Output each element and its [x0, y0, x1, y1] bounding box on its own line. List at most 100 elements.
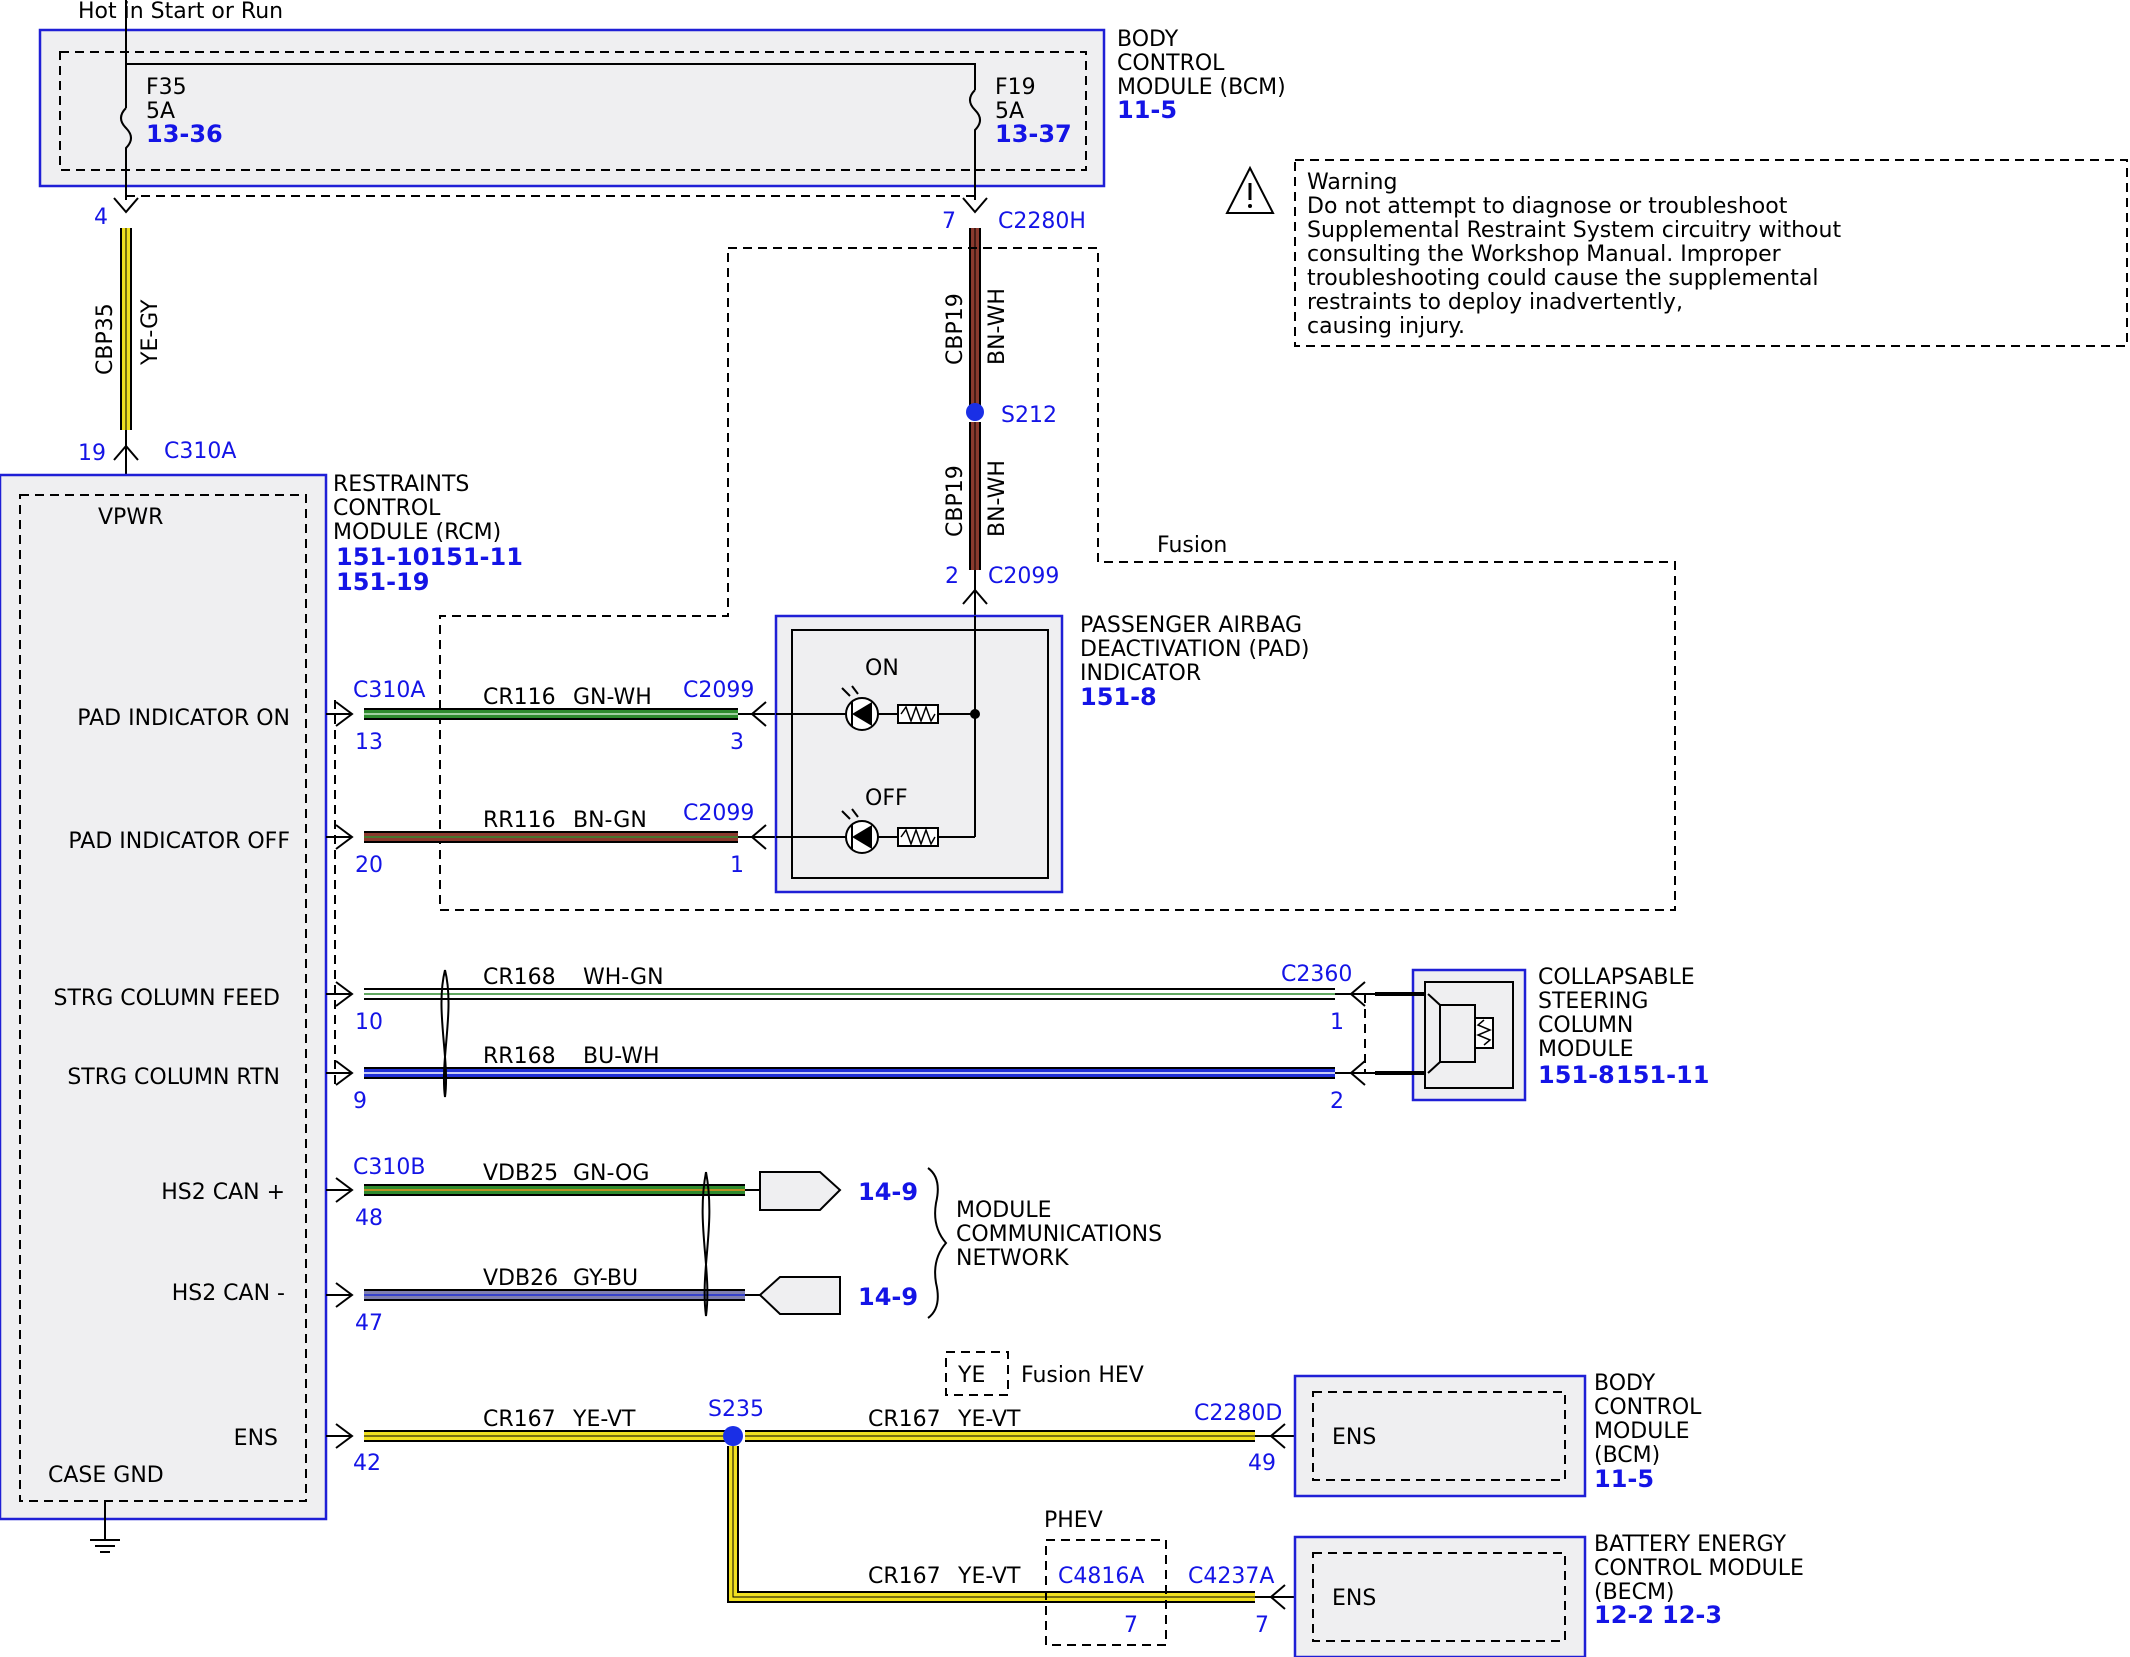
- connector-chevron: [113, 197, 139, 214]
- svg-text:MODULE: MODULE: [956, 1198, 1052, 1223]
- connector-chevron: [326, 1060, 354, 1086]
- svg-text:BODY: BODY: [1117, 27, 1179, 52]
- steering-module[interactable]: [1411, 968, 1527, 1102]
- rcm-module[interactable]: [0, 473, 328, 1521]
- svg-text:CONTROL MODULE: CONTROL MODULE: [1594, 1556, 1804, 1581]
- wire-cr116-circuit: CR116: [483, 685, 556, 710]
- connector-chevron: [1255, 1584, 1295, 1610]
- fuse-f19-ref[interactable]: 13-37: [995, 120, 1072, 148]
- connector-c2280d: C2280D: [1194, 1401, 1282, 1426]
- svg-text:(BCM): (BCM): [1594, 1443, 1660, 1468]
- connector-c2099-on: C2099: [683, 678, 754, 703]
- becm-ref-2[interactable]: 12-3: [1662, 1601, 1722, 1629]
- pad-ref[interactable]: 151-8: [1080, 683, 1157, 711]
- svg-text:DEACTIVATION (PAD): DEACTIVATION (PAD): [1080, 637, 1310, 662]
- wire-vdb25-color: GN-OG: [573, 1161, 649, 1186]
- connector-chevron: [738, 824, 776, 850]
- wire-cbp35-color: YE-GY: [138, 299, 163, 366]
- wire-cbp19-bottom-circuit: CBP19: [943, 465, 968, 537]
- led-on-icon: [841, 685, 939, 731]
- rcm-ref-2[interactable]: 151-19: [336, 568, 429, 596]
- pin-13: 13: [355, 730, 383, 755]
- rcm-vpwr-label: VPWR: [98, 505, 163, 530]
- pad-inner: [791, 629, 1049, 879]
- wire-cr167-c-color: YE-VT: [957, 1564, 1021, 1589]
- pad-title: PASSENGER AIRBAG DEACTIVATION (PAD) INDI…: [1080, 613, 1310, 686]
- fuse-f35-ref[interactable]: 13-36: [146, 120, 223, 148]
- pin-10: 10: [355, 1010, 383, 1035]
- warning-icon: [1225, 165, 1275, 214]
- connector-chevron: [326, 981, 354, 1007]
- wire-rr168-circuit: RR168: [483, 1044, 556, 1069]
- svg-text:MODULE (RCM): MODULE (RCM): [333, 520, 501, 545]
- wire-cbp19-top-circuit: CBP19: [943, 293, 968, 365]
- network-ref-minus[interactable]: 14-9: [858, 1283, 918, 1311]
- fuse-f19-symbol: [969, 89, 981, 200]
- pin-49: 49: [1248, 1451, 1276, 1476]
- bcm-bottom-module[interactable]: [1293, 1374, 1587, 1498]
- bcm-bottom-ref[interactable]: 11-5: [1594, 1465, 1654, 1493]
- rcm-pin-hs2-plus: HS2 CAN +: [161, 1180, 285, 1205]
- steering-ref-2[interactable]: 151-11: [1616, 1061, 1709, 1089]
- steering-title: COLLAPSABLE STEERING COLUMN MODULE: [1538, 965, 1695, 1062]
- power-source-label: Hot in Start or Run: [78, 0, 283, 24]
- warning-box: [1294, 159, 2128, 347]
- fuse-f35-rating: 5A: [146, 99, 175, 124]
- fuse-f19-name: F19: [995, 75, 1036, 100]
- pin-1: 1: [730, 853, 744, 878]
- svg-text:NETWORK: NETWORK: [956, 1246, 1069, 1271]
- becm-ref-1[interactable]: 12-2: [1594, 1601, 1654, 1629]
- pad-module[interactable]: [774, 614, 1064, 894]
- pad-off-label: OFF: [865, 786, 908, 811]
- becm-module[interactable]: [1293, 1535, 1587, 1657]
- fuse-f35-name: F35: [146, 75, 187, 100]
- bcm-top-module[interactable]: [38, 28, 1106, 188]
- wire-cr167-c[interactable]: [727, 1446, 1255, 1603]
- svg-text:Supplemental Restraint System: Supplemental Restraint System circuitry …: [1307, 218, 1841, 243]
- network-ref-plus[interactable]: 14-9: [858, 1178, 918, 1206]
- rcm-title: RESTRAINTS CONTROL MODULE (RCM): [333, 472, 501, 545]
- svg-text:PASSENGER AIRBAG: PASSENGER AIRBAG: [1080, 613, 1302, 638]
- connector-chevron: [1335, 1060, 1375, 1086]
- connector-chevron: [326, 824, 354, 850]
- wire-cr167-c-circuit: CR167: [868, 1564, 941, 1589]
- svg-text:MODULE (BCM): MODULE (BCM): [1117, 75, 1286, 100]
- rcm-pin-hs2-minus: HS2 CAN -: [172, 1281, 285, 1306]
- bcm-top-inner: [59, 51, 1087, 171]
- pad-junction: [970, 709, 980, 719]
- connector-c2280h: C2280H: [998, 209, 1086, 234]
- svg-text:CONTROL: CONTROL: [333, 496, 441, 521]
- pin-4: 4: [94, 205, 108, 230]
- svg-text:COLLAPSABLE: COLLAPSABLE: [1538, 965, 1695, 990]
- svg-text:restraints to deploy inadverte: restraints to deploy inadvertently,: [1307, 290, 1683, 315]
- bcm-bottom-title: BODY CONTROL MODULE (BCM): [1594, 1371, 1702, 1468]
- svg-text:causing injury.: causing injury.: [1307, 314, 1465, 339]
- rcm-pin-pad-on: PAD INDICATOR ON: [77, 706, 290, 731]
- network-minus-tag: [758, 1276, 841, 1315]
- bcm-bottom-inner: [1312, 1391, 1566, 1481]
- warning-text: Warning Do not attempt to diagnose or tr…: [1307, 170, 1841, 339]
- steering-inner: [1424, 981, 1514, 1089]
- wire-cbp35-circuit: CBP35: [93, 303, 118, 375]
- wire-rr168-color: BU-WH: [583, 1044, 660, 1069]
- connector-chevron: [326, 701, 354, 727]
- fusion-region: [439, 247, 1676, 911]
- pin-42: 42: [353, 1451, 381, 1476]
- phev-label: PHEV: [1044, 1508, 1103, 1533]
- splice-s235: [723, 1426, 743, 1446]
- pin-19: 19: [78, 441, 106, 466]
- wire-vdb26-circuit: VDB26: [483, 1266, 558, 1291]
- phev-connector-box: [1045, 1539, 1167, 1646]
- wire-cr168-color: WH-GN: [583, 965, 664, 990]
- rcm-ref-1[interactable]: 151-10151-11: [336, 543, 523, 571]
- connector-chevron: [326, 1423, 354, 1449]
- svg-text:Warning: Warning: [1307, 170, 1397, 195]
- wire-cr167-a-color: YE-VT: [572, 1407, 636, 1432]
- connector-c2360: C2360: [1281, 962, 1352, 987]
- pin-7c: 7: [1255, 1613, 1269, 1638]
- steering-ref-1[interactable]: 151-8: [1538, 1061, 1615, 1089]
- network-title: MODULE COMMUNICATIONS NETWORK: [956, 1198, 1162, 1271]
- pin-9: 9: [353, 1089, 367, 1114]
- splice-s212: [966, 403, 984, 421]
- connector-c2099-top: C2099: [988, 564, 1059, 589]
